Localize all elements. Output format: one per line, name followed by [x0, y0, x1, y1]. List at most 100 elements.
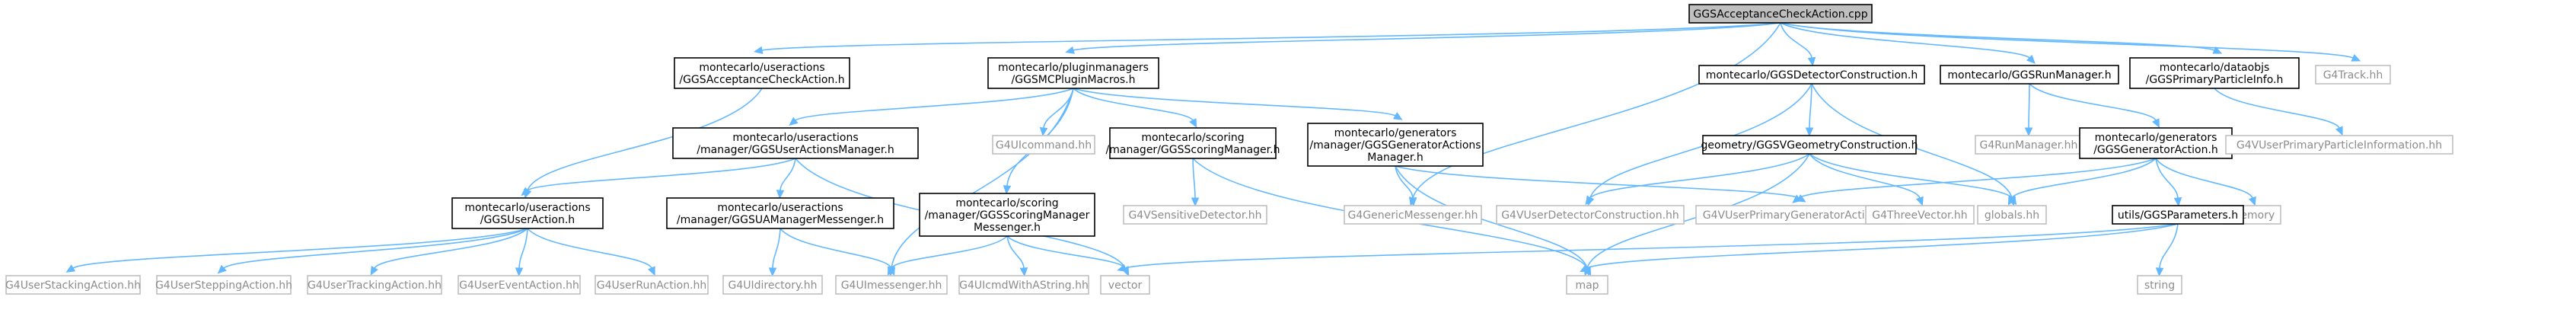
node-label: montecarlo/scoring [1141, 132, 1244, 144]
edge-arrowhead [1039, 126, 1048, 137]
node-label: globals.hh [1985, 209, 2039, 222]
edge-useraction-h-to-g4stacking [65, 228, 528, 273]
edge-line [772, 228, 781, 269]
node-g4threevec: G4ThreeVector.hh [1865, 205, 1975, 225]
node-acc-h[interactable]: montecarlo/useractions/GGSAcceptanceChec… [674, 57, 850, 89]
edge-arrowhead [2026, 54, 2036, 64]
node-label: string [2144, 279, 2175, 292]
edge-arrowhead [217, 264, 227, 274]
node-utils-params[interactable]: utils/GGSParameters.h [2112, 205, 2244, 225]
edge-plugin-h-to-genmgr-h [1073, 88, 1403, 120]
node-box [2137, 275, 2182, 295]
node-box [156, 275, 292, 295]
edge-arrowhead [515, 267, 524, 277]
node-geomcons-h[interactable]: geometry/GGSVGeometryConstruction.h [1701, 135, 1918, 155]
node-box [674, 57, 850, 89]
edge-arrowhead [1117, 263, 1127, 272]
edge-line [761, 22, 1781, 51]
node-box [987, 57, 1159, 89]
node-label: G4UserTrackingAction.hh [308, 279, 442, 292]
node-label: Manager.h [1367, 152, 1423, 164]
node-label: /GGSAcceptanceCheckAction.h [679, 74, 844, 86]
node-box [2225, 135, 2453, 155]
node-string: string [2137, 275, 2182, 295]
edge-runmgr-h-to-genaction-h [2029, 83, 2160, 129]
node-label: G4UserRunAction.hh [597, 279, 707, 292]
node-box [722, 275, 823, 295]
edge-line [1192, 158, 1196, 199]
edge-acc-cpp-to-plugin-h [1065, 22, 1781, 54]
node-runmgr-h[interactable]: montecarlo/GGSRunManager.h [1940, 65, 2119, 85]
node-label: G4UIcommand.hh [996, 139, 1092, 152]
edge-line [72, 228, 528, 269]
edge-line [2029, 83, 2157, 121]
edge-acc-cpp-to-primpart-h [1780, 22, 2223, 54]
edge-line [2011, 158, 2157, 199]
edge-arrowhead [2212, 46, 2223, 54]
edge-arrowhead [2335, 126, 2343, 136]
node-primpart-h[interactable]: montecarlo/dataobjs/GGSPrimaryParticleIn… [2129, 57, 2300, 89]
node-label: montecarlo/useractions [732, 132, 858, 144]
node-acc-cpp[interactable]: GGSAcceptanceCheckAction.cpp [1688, 4, 1873, 24]
node-vector: vector [1100, 275, 1150, 295]
node-uamm-h[interactable]: montecarlo/useractions/manager/GGSUAMana… [666, 197, 894, 229]
edges-layer [65, 22, 2361, 277]
node-label: GGSAcceptanceCheckAction.cpp [1693, 8, 1867, 21]
edge-primpart-h-to-g4vprim-info [2214, 88, 2343, 136]
edge-line [1809, 153, 2013, 199]
node-label: G4VSensitiveDetector.hh [1128, 209, 1261, 222]
edge-line [1073, 22, 1781, 51]
node-scormsg-h[interactable]: montecarlo/scoring/manager/GGSScoringMan… [919, 193, 1095, 237]
edge-arrowhead [1585, 195, 1594, 206]
edge-line [779, 158, 796, 191]
edge-line [1006, 235, 1025, 269]
edge-arrowhead [1003, 185, 1012, 195]
edge-arrowhead [789, 117, 799, 126]
node-g4stepping: G4UserSteppingAction.hh [155, 275, 292, 295]
edge-genaction-h-to-globals [2007, 158, 2157, 206]
node-plugin-h[interactable]: montecarlo/pluginmanagers/GGSMCPluginMac… [987, 57, 1159, 89]
node-scoring-h[interactable]: montecarlo/scoring/manager/GGSScoringMan… [1106, 127, 1280, 159]
node-label: G4UImessenger.hh [841, 279, 942, 292]
edge-line [1073, 88, 1194, 121]
node-g4uicmdstr: G4UIcmdWithAString.hh [958, 275, 1089, 295]
node-box [1344, 205, 1482, 225]
node-genmgr-h[interactable]: montecarlo/generators/manager/GGSGenerat… [1307, 123, 1484, 167]
edge-line [1395, 165, 1800, 199]
edge-uamm-h-to-g4uimsg [779, 228, 895, 276]
node-g4tracking: G4UserTrackingAction.hh [307, 275, 442, 295]
edge-line [1809, 83, 1812, 129]
edge-arrowhead [1915, 196, 1924, 206]
edge-arrowhead [1805, 127, 1814, 137]
edge-genmgr-h-to-g4vprimgen [1395, 165, 1806, 203]
node-label: G4VUserPrimaryParticleInformation.hh [2236, 139, 2442, 152]
node-box [958, 275, 1089, 295]
edge-uam-h-to-uamm-h [776, 158, 796, 200]
node-label: utils/GGSParameters.h [2118, 209, 2238, 222]
node-genaction-h[interactable]: montecarlo/generators/GGSGeneratorAction… [2079, 127, 2233, 159]
edge-arrowhead [2155, 267, 2164, 277]
node-label: G4ThreeVector.hh [1872, 209, 1967, 222]
nodes-layer: GGSAcceptanceCheckAction.cpp montecarlo/u… [5, 4, 2453, 295]
edge-genmgr-h-to-genmsg [1395, 165, 1417, 207]
edge-line [1586, 153, 1810, 269]
node-label: montecarlo/useractions [464, 202, 590, 214]
edge-plugin-h-to-uam-h [789, 88, 1074, 126]
node-label: montecarlo/useractions [699, 62, 824, 74]
edge-line [518, 228, 528, 269]
node-box [451, 197, 604, 229]
node-detcons-h[interactable]: montecarlo/GGSDetectorConstruction.h [1698, 65, 1925, 85]
edge-line [1412, 22, 1781, 199]
node-label: G4UserSteppingAction.hh [155, 279, 292, 292]
node-useraction-h[interactable]: montecarlo/useractions/GGSUserAction.h [451, 197, 604, 229]
edge-line [2159, 223, 2179, 269]
node-box [1702, 135, 1917, 155]
edge-arrowhead [1580, 264, 1589, 273]
node-label: montecarlo/GGSRunManager.h [1947, 69, 2111, 81]
node-box [666, 197, 894, 229]
node-box [1496, 205, 1685, 225]
node-box [2315, 65, 2391, 85]
node-label: /manager/GGSScoringManager [925, 209, 1090, 222]
node-label: vector [1108, 279, 1143, 292]
node-uam-h[interactable]: montecarlo/useractions/manager/GGSUserAc… [672, 127, 919, 159]
